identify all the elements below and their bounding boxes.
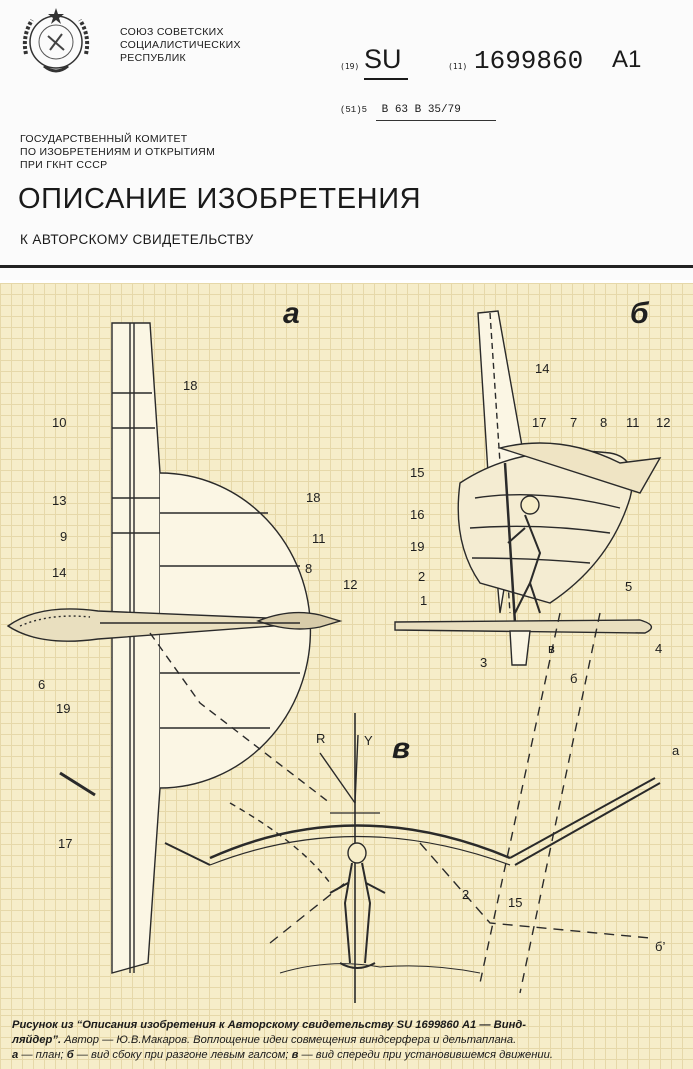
part-label: а bbox=[672, 743, 680, 758]
part-label: 8 bbox=[600, 415, 607, 430]
view-label-c: в bbox=[392, 732, 410, 765]
committee-name: ГОСУДАРСТВЕННЫЙ КОМИТЕТ ПО ИЗОБРЕТЕНИЯМ … bbox=[20, 133, 215, 172]
part-label: 5 bbox=[625, 579, 632, 594]
part-label: 15 bbox=[410, 465, 424, 480]
part-label: 7 bbox=[570, 415, 577, 430]
part-label: 17 bbox=[532, 415, 546, 430]
ipc-underline bbox=[376, 120, 496, 121]
side-board bbox=[394, 619, 653, 634]
part-label: 14 bbox=[535, 361, 549, 376]
patent-drawing: а б в 18 10 13 9 14 18 11 8 12 6 19 17 1… bbox=[0, 283, 693, 1015]
inid-code-51: (51)5 bbox=[340, 105, 368, 115]
patent-number: 1699860 bbox=[474, 46, 584, 76]
committee-line: ГОСУДАРСТВЕННЫЙ КОМИТЕТ bbox=[20, 133, 188, 145]
part-label: 2 bbox=[462, 887, 469, 902]
caption-view-c-text: — вид спереди при установившемся движени… bbox=[298, 1049, 553, 1061]
front-sail-arc bbox=[209, 824, 511, 860]
part-label: 8 bbox=[305, 561, 312, 576]
force-label: Y bbox=[364, 733, 373, 748]
caption-view-b-text: — вид сбоку при разгоне левым галсом; bbox=[73, 1049, 292, 1061]
part-label: 4 bbox=[655, 641, 662, 656]
country-line: СОЦИАЛИСТИЧЕСКИХ bbox=[120, 39, 241, 51]
inid-code-11: (11) bbox=[448, 62, 468, 71]
ipc-classification: (51)5 В 63 В 35/79 bbox=[340, 104, 496, 121]
drawing-canvas: а б в 18 10 13 9 14 18 11 8 12 6 19 17 1… bbox=[6, 297, 680, 1003]
part-label: 11 bbox=[312, 531, 326, 546]
part-label: 16 bbox=[410, 507, 424, 522]
caption-view-c: в bbox=[291, 1049, 299, 1061]
header-divider bbox=[0, 265, 693, 268]
part-label: в bbox=[548, 641, 555, 656]
document-subtitle: К АВТОРСКОМУ СВИДЕТЕЛЬСТВУ bbox=[20, 232, 254, 247]
patent-id-block: (19) SU (11) 1699860 A1 bbox=[340, 44, 680, 84]
part-label: 9 bbox=[60, 529, 67, 544]
document-title: ОПИСАНИЕ ИЗОБРЕТЕНИЯ bbox=[18, 183, 422, 215]
part-label: 14 bbox=[52, 565, 66, 580]
part-label: 19 bbox=[410, 539, 424, 554]
semicircle-sail bbox=[159, 472, 312, 789]
country-line: РЕСПУБЛИК bbox=[120, 52, 186, 64]
view-label-a: а bbox=[283, 297, 300, 330]
committee-line: ПРИ ГКНТ СССР bbox=[20, 159, 108, 171]
part-label: б’ bbox=[655, 939, 665, 954]
part-label: 12 bbox=[343, 577, 357, 592]
part-label: 11 bbox=[626, 415, 640, 430]
part-label: 19 bbox=[56, 701, 70, 716]
part-label: 10 bbox=[52, 415, 66, 430]
caption-view-a: а bbox=[12, 1049, 19, 1061]
view-label-b: б bbox=[630, 297, 650, 330]
part-label: 13 bbox=[52, 493, 66, 508]
caption-line-1: Рисунок из “Описания изобретения к Автор… bbox=[12, 1019, 526, 1031]
caption-line-2-bold: ляйдер”. bbox=[12, 1034, 62, 1046]
country-code-underline bbox=[364, 78, 408, 80]
committee-line: ПО ИЗОБРЕТЕНИЯМ И ОТКРЫТИЯМ bbox=[20, 146, 216, 158]
patent-header: СОЮЗ СОВЕТСКИХ СОЦИАЛИСТИЧЕСКИХ РЕСПУБЛИ… bbox=[0, 0, 693, 280]
wing-plan-outline bbox=[111, 322, 161, 974]
part-label: 18 bbox=[183, 378, 197, 393]
part-label: 6 bbox=[38, 677, 45, 692]
inid-code-19: (19) bbox=[340, 62, 360, 71]
ipc-code: В 63 В 35/79 bbox=[381, 104, 461, 116]
part-label: 18 bbox=[306, 490, 320, 505]
force-label: R bbox=[316, 731, 325, 746]
part-label: б bbox=[570, 671, 577, 686]
part-label: 1 bbox=[420, 593, 427, 608]
figure-caption: Рисунок из “Описания изобретения к Автор… bbox=[0, 1015, 693, 1069]
part-label: 15 bbox=[508, 895, 522, 910]
part-label: 17 bbox=[58, 836, 72, 851]
part-label: 12 bbox=[656, 415, 670, 430]
caption-view-b: б bbox=[66, 1049, 74, 1061]
part-label: 3 bbox=[480, 655, 487, 670]
country-name: СОЮЗ СОВЕТСКИХ СОЦИАЛИСТИЧЕСКИХ РЕСПУБЛИ… bbox=[120, 26, 241, 65]
caption-view-a-text: — план; bbox=[18, 1049, 67, 1061]
part-label: 2 bbox=[418, 569, 425, 584]
country-line: СОЮЗ СОВЕТСКИХ bbox=[120, 26, 224, 38]
country-code: SU bbox=[364, 44, 402, 74]
caption-line-2: Автор — Ю.В.Макаров. Воплощение идеи сов… bbox=[61, 1034, 517, 1046]
kind-code: A1 bbox=[612, 46, 642, 73]
ussr-emblem-icon bbox=[22, 8, 90, 73]
